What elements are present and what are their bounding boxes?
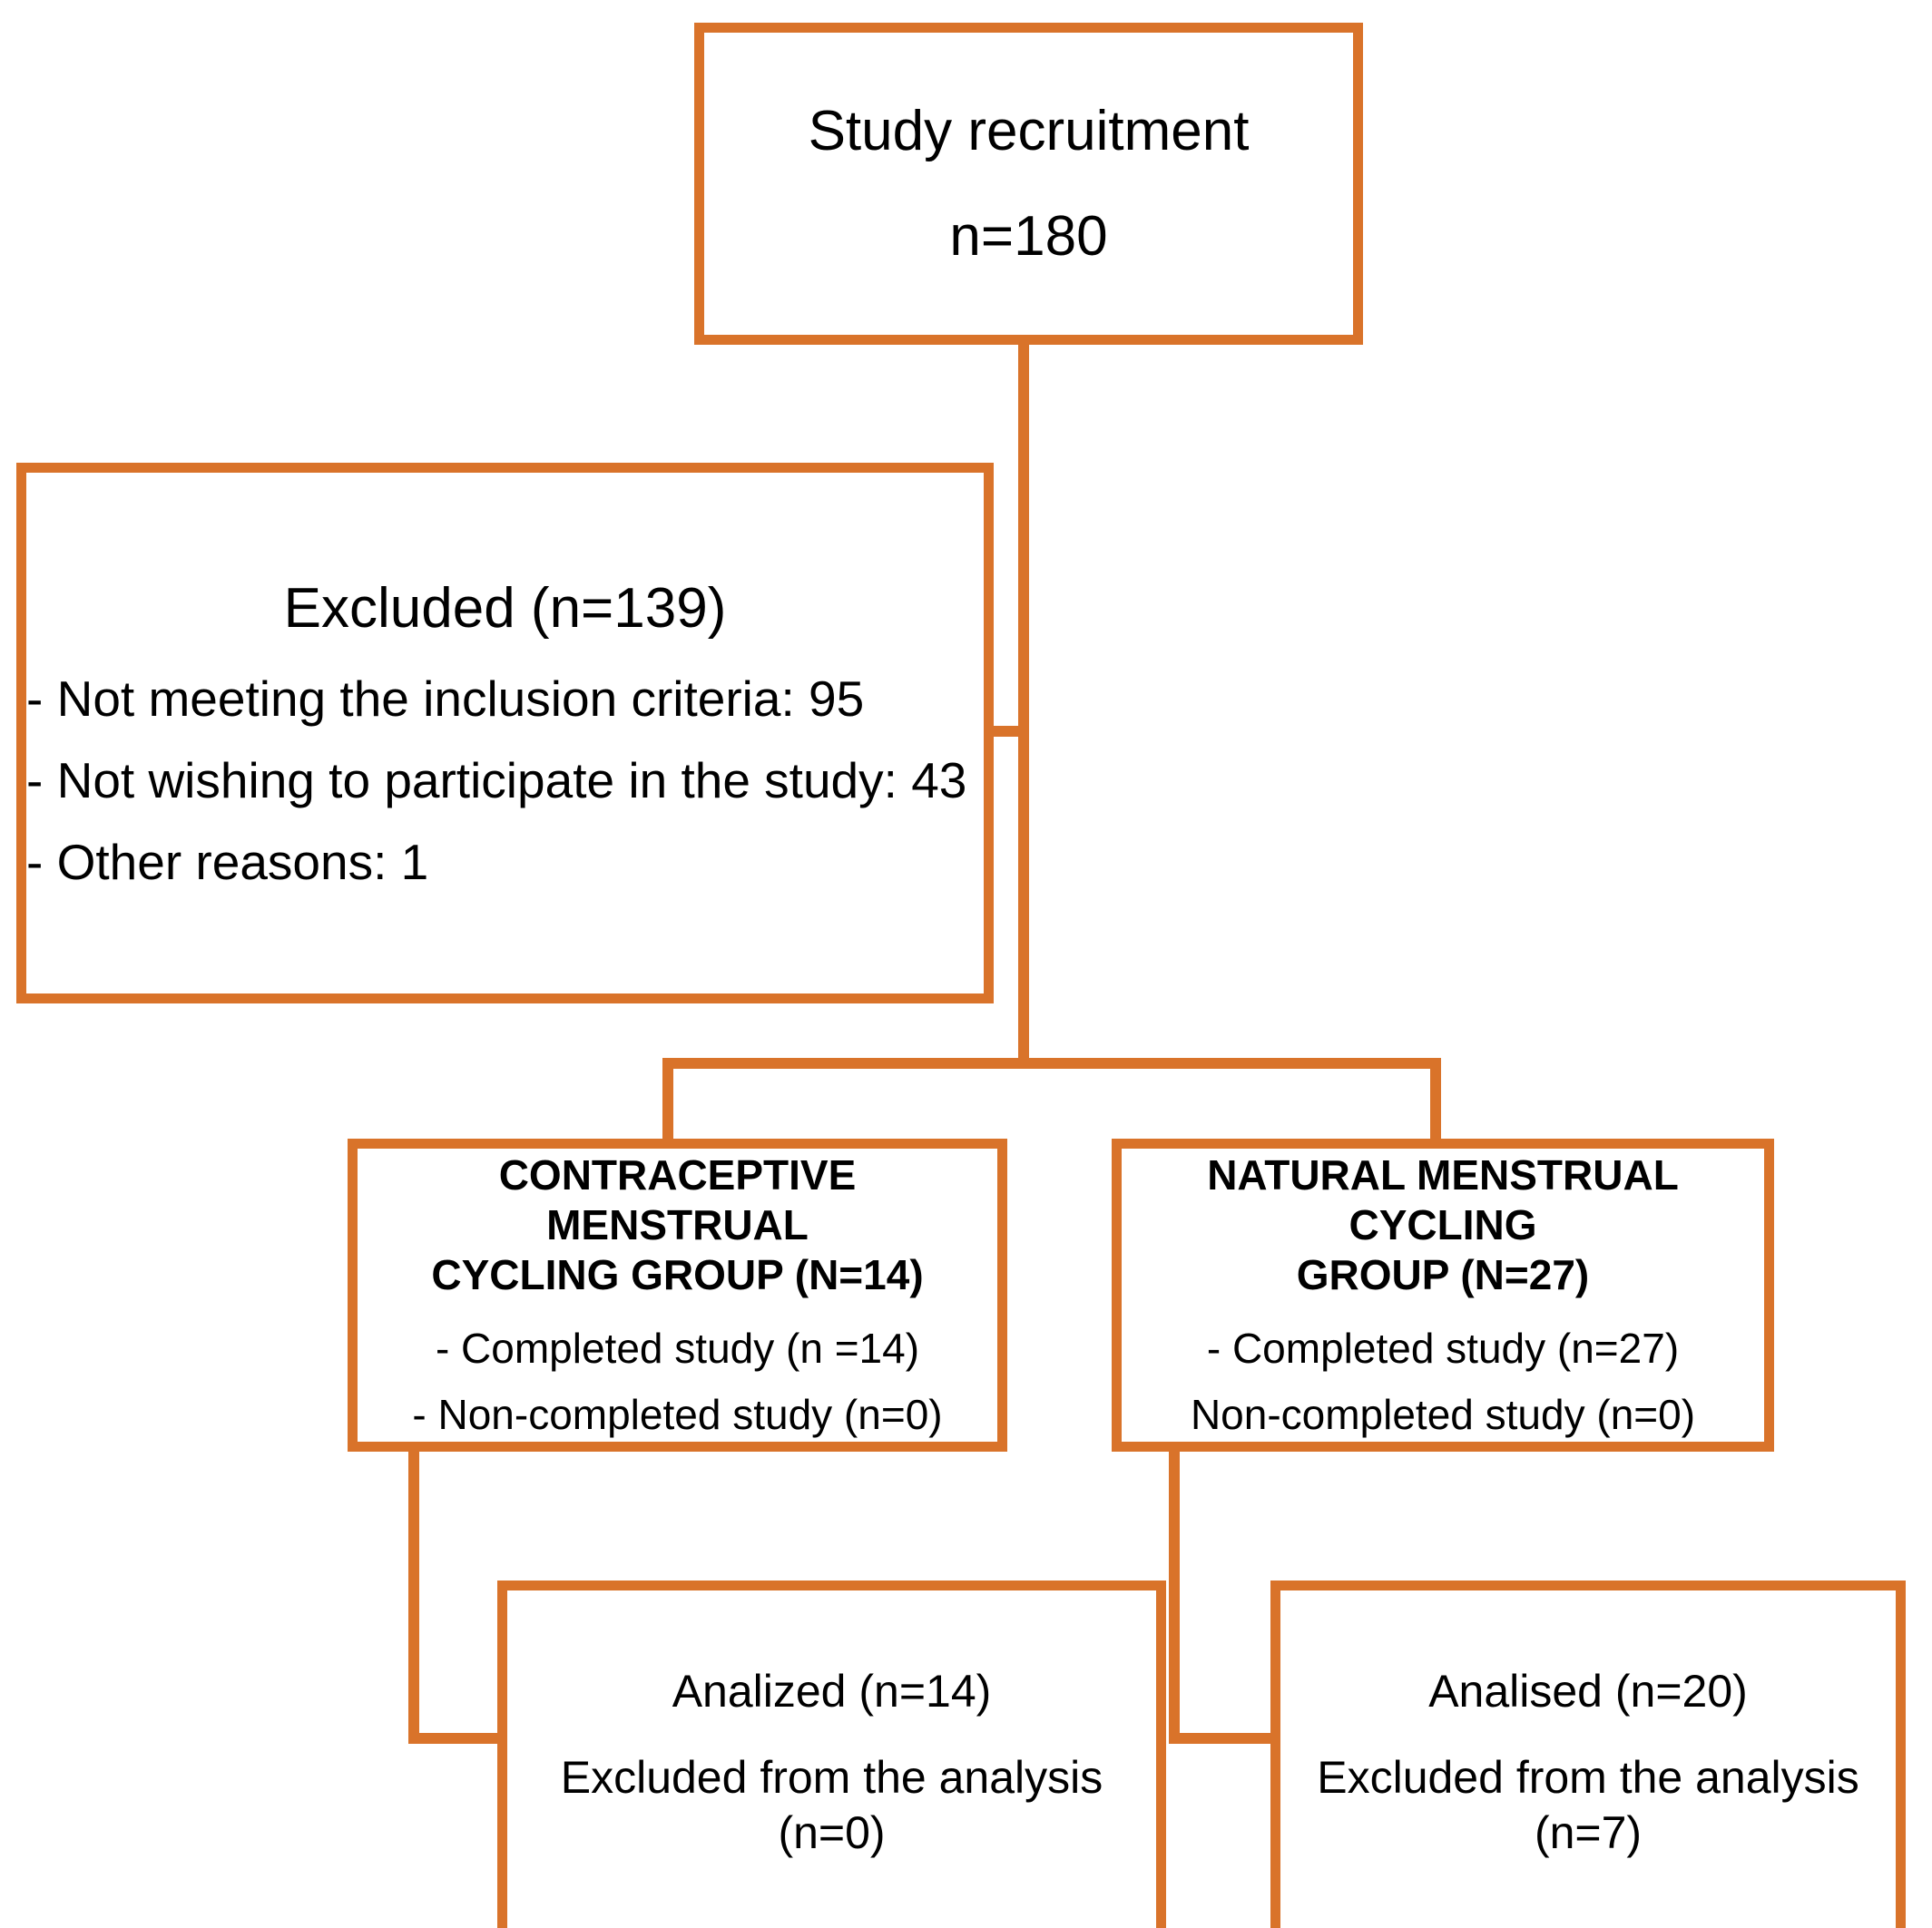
recruitment-title: Study recruitment	[808, 99, 1250, 162]
connector-excluded-stub	[984, 726, 1025, 737]
node-group-natural-menstrual-cycling: NATURAL MENSTRUAL CYCLING GROUP (N=27) -…	[1112, 1139, 1774, 1452]
excluded-title: Excluded (n=139)	[283, 576, 727, 640]
node-group-contraceptive-menstrual-cycling: CONTRACEPTIVE MENSTRUAL CYCLING GROUP (N…	[348, 1139, 1007, 1452]
group-contraceptive-non-completed: - Non-completed study (n=0)	[412, 1391, 943, 1439]
group-natural-title-line1: NATURAL MENSTRUAL CYCLING	[1207, 1150, 1679, 1248]
excluded-reason-not-wishing: - Not wishing to participate in the stud…	[26, 751, 967, 808]
node-analysis-contraceptive: Analized (n=14) Excluded from the analys…	[497, 1581, 1166, 1928]
excluded-reason-inclusion-criteria: - Not meeting the inclusion criteria: 95	[26, 670, 865, 727]
node-excluded: Excluded (n=139) - Not meeting the inclu…	[16, 463, 994, 1003]
analysis-left-excluded: Excluded from the analysis (n=0)	[560, 1751, 1103, 1858]
group-contraceptive-title-line1: CONTRACEPTIVE MENSTRUAL	[498, 1150, 857, 1248]
group-contraceptive-title: CONTRACEPTIVE MENSTRUAL CYCLING GROUP (N…	[374, 1150, 981, 1301]
analysis-right-analyzed: Analised (n=20)	[1428, 1665, 1748, 1717]
group-natural-title-line2: GROUP (N=27)	[1296, 1250, 1590, 1298]
analysis-right-excluded: Excluded from the analysis (n=7)	[1317, 1751, 1859, 1858]
group-natural-non-completed: Non-completed study (n=0)	[1190, 1391, 1696, 1439]
connector-recruitment-trunk	[1018, 345, 1029, 1069]
group-contraceptive-title-line2: CYCLING GROUP (N=14)	[431, 1250, 924, 1298]
group-natural-title: NATURAL MENSTRUAL CYCLING GROUP (N=27)	[1138, 1150, 1748, 1301]
group-contraceptive-completed: - Completed study (n =14)	[435, 1325, 920, 1373]
recruitment-count: n=180	[949, 204, 1108, 268]
connector-left-analysis-stub	[408, 1733, 508, 1744]
connector-split-bar	[662, 1058, 1441, 1069]
excluded-reason-other: - Other reasons: 1	[26, 833, 429, 890]
connector-left-group-to-analysis	[408, 1448, 419, 1744]
node-study-recruitment: Study recruitment n=180	[694, 23, 1363, 345]
analysis-left-analyzed: Analized (n=14)	[672, 1665, 992, 1717]
group-natural-completed: - Completed study (n=27)	[1206, 1325, 1680, 1373]
connector-right-group-to-analysis	[1169, 1448, 1180, 1744]
connector-split-right-branch	[1430, 1058, 1441, 1141]
connector-split-left-branch	[662, 1058, 673, 1141]
node-analysis-natural: Analised (n=20) Excluded from the analys…	[1270, 1581, 1906, 1928]
connector-right-analysis-stub	[1169, 1733, 1281, 1744]
